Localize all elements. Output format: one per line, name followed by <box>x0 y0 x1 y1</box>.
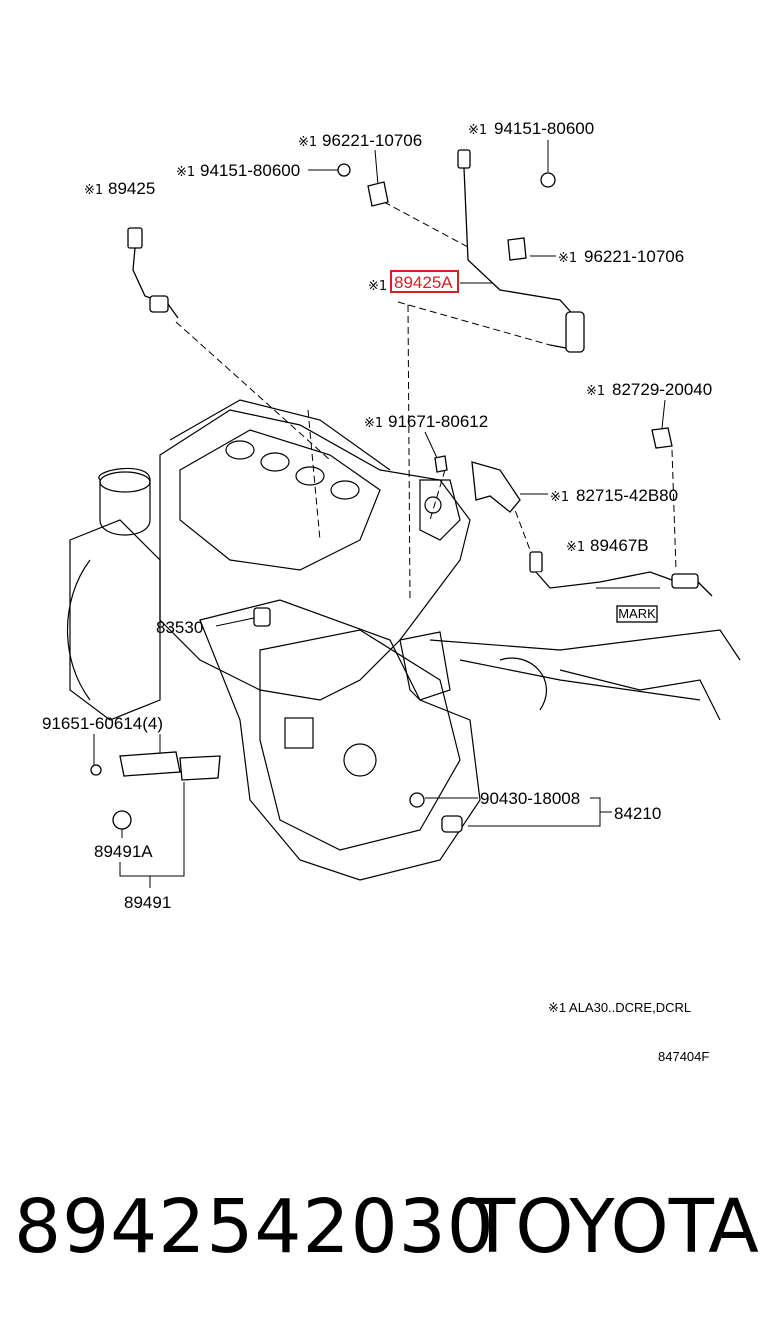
sensor-84210 <box>441 815 463 833</box>
leader-lines <box>93 140 666 888</box>
callout-91651: 91651-60614(4) <box>42 714 163 733</box>
svg-text:82729-20040: 82729-20040 <box>612 380 712 399</box>
svg-text:※1: ※1 <box>176 165 195 180</box>
sensor-89467B: MARK <box>529 551 713 623</box>
callout-89491A: 89491A <box>94 842 153 861</box>
svg-text:84210: 84210 <box>614 804 661 823</box>
svg-text:※1: ※1 <box>468 123 487 138</box>
callout-89425: ※1 89425 <box>84 179 155 198</box>
clamp-96221-right <box>507 237 527 261</box>
clamp-96221-top <box>367 181 389 207</box>
svg-text:91651-60614(4): 91651-60614(4) <box>42 714 163 733</box>
mark-tag: MARK <box>618 606 656 621</box>
callout-89425A: ※1 89425A <box>368 270 459 294</box>
parts-diagram: MARK ※1 96221-10706 ※1 94151-80600 ※1 94… <box>42 119 741 1064</box>
sensor-89425 <box>127 227 179 319</box>
o-ring-89491A <box>112 810 132 830</box>
svg-text:82715-42B80: 82715-42B80 <box>576 486 678 505</box>
callout-91671: ※1 91671-80612 <box>364 412 488 431</box>
svg-text:96221-10706: 96221-10706 <box>322 131 422 150</box>
svg-text:83530: 83530 <box>156 618 203 637</box>
sensor-89491 <box>90 751 221 781</box>
callout-89467B: ※1 89467B <box>566 536 649 555</box>
bolt-91671 <box>434 455 448 473</box>
gasket-90430 <box>409 792 425 808</box>
svg-text:89491A: 89491A <box>94 842 153 861</box>
svg-text:89425: 89425 <box>108 179 155 198</box>
bracket-82715 <box>471 461 521 513</box>
svg-text:※1: ※1 <box>364 416 383 431</box>
callout-83530: 83530 <box>156 618 203 637</box>
callout-94151-top-right: ※1 94151-80600 <box>468 119 594 138</box>
diagram-id: 847404F <box>658 1049 709 1064</box>
callout-90430: 90430-18008 <box>480 789 580 808</box>
svg-text:91671-80612: 91671-80612 <box>388 412 488 431</box>
part-number: 8942542030 <box>14 1184 495 1270</box>
callout-96221-top: ※1 96221-10706 <box>298 131 422 150</box>
callout-82715: ※1 82715-42B80 <box>550 486 678 505</box>
highlight-box <box>390 270 459 293</box>
clamp-82729 <box>651 427 673 449</box>
brand-name: TOYOTA <box>470 1184 759 1270</box>
svg-text:※1: ※1 <box>558 251 577 266</box>
svg-text:※1: ※1 <box>84 183 103 198</box>
callout-94151-left: ※1 94151-80600 <box>176 161 300 180</box>
callout-89491: 89491 <box>124 893 171 912</box>
svg-text:※1: ※1 <box>586 384 605 399</box>
svg-text:89425A: 89425A <box>394 273 453 292</box>
svg-text:※1: ※1 <box>550 490 569 505</box>
engine-illustration <box>67 399 741 881</box>
applicability-note: ※1 ALA30..DCRE,DCRL <box>548 1000 691 1015</box>
svg-text:94151-80600: 94151-80600 <box>494 119 594 138</box>
nut-94151-left <box>337 163 351 177</box>
svg-text:※1: ※1 <box>298 135 317 150</box>
switch-83530 <box>253 607 271 627</box>
callout-84210: 84210 <box>614 804 661 823</box>
callout-82729: ※1 82729-20040 <box>586 380 712 399</box>
svg-text:※1: ※1 <box>368 279 387 294</box>
svg-text:96221-10706: 96221-10706 <box>584 247 684 266</box>
svg-text:90430-18008: 90430-18008 <box>480 789 580 808</box>
svg-text:94151-80600: 94151-80600 <box>200 161 300 180</box>
svg-text:※1: ※1 <box>566 540 585 555</box>
svg-text:89467B: 89467B <box>590 536 649 555</box>
nut-94151-top <box>540 172 556 188</box>
svg-text:89491: 89491 <box>124 893 171 912</box>
callout-96221-right: ※1 96221-10706 <box>558 247 684 266</box>
